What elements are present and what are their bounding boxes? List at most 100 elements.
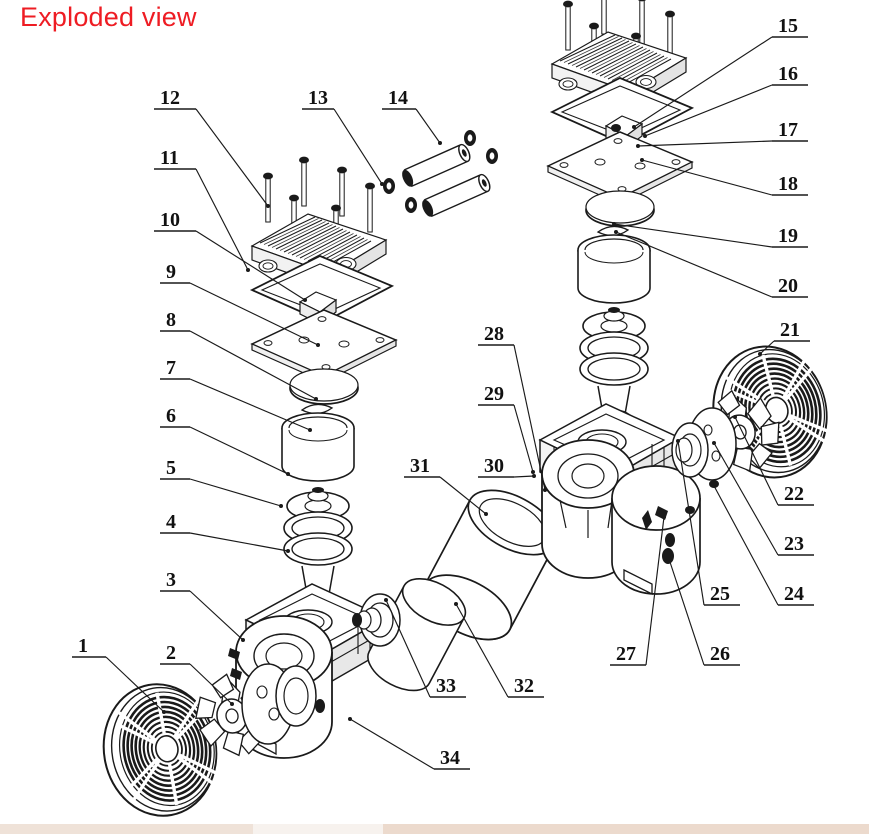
leader-tip-3: [241, 638, 245, 642]
leader-line-27: [645, 516, 665, 666]
leader-line-20: [615, 231, 773, 298]
leader-tip-10: [303, 298, 307, 302]
callout-number-34: 34: [440, 747, 460, 769]
callout-number-9: 9: [166, 261, 176, 283]
leader-line-31: [439, 476, 487, 515]
callout-number-29: 29: [484, 383, 504, 405]
leader-line-12: [195, 108, 269, 207]
leader-tip-9: [316, 343, 320, 347]
leader-tip-25: [676, 439, 680, 443]
callout-number-30: 30: [484, 455, 504, 477]
leader-line-10: [195, 230, 306, 301]
callout-number-7: 7: [166, 357, 176, 379]
leader-line-13: [333, 108, 383, 185]
leader-line-30: [513, 475, 535, 478]
leader-line-29: [513, 404, 534, 473]
footer-strip-segment-0: [0, 824, 253, 834]
leader-tip-34: [348, 717, 352, 721]
leader-tip-4: [286, 549, 290, 553]
callout-number-15: 15: [778, 15, 798, 37]
leader-line-24: [712, 483, 779, 606]
leader-tip-32: [454, 602, 458, 606]
callout-number-22: 22: [784, 483, 804, 505]
footer-strip-segment-2: [383, 824, 869, 834]
leader-line-11: [195, 168, 249, 271]
leader-line-9: [189, 282, 319, 346]
callout-number-13: 13: [308, 87, 328, 109]
leader-line-33: [385, 599, 431, 698]
leader-tip-14: [438, 141, 442, 145]
leader-tip-19: [612, 222, 616, 226]
leader-line-2: [189, 663, 233, 705]
leader-tip-8: [314, 397, 318, 401]
leader-line-34: [349, 718, 435, 770]
leader-tip-11: [246, 268, 250, 272]
callout-number-33: 33: [436, 675, 456, 697]
leader-line-16: [644, 84, 773, 137]
callout-number-11: 11: [160, 147, 179, 169]
leader-tip-24: [711, 482, 715, 486]
leader-lines: [105, 36, 779, 770]
leader-tip-27: [662, 515, 666, 519]
callout-number-1: 1: [78, 635, 88, 657]
leader-tip-33: [384, 598, 388, 602]
leader-line-26: [667, 555, 705, 666]
leader-tip-22: [733, 415, 737, 419]
callout-number-24: 24: [784, 583, 804, 605]
callout-number-5: 5: [166, 457, 176, 479]
leader-line-7: [189, 378, 311, 431]
leader-tip-5: [279, 504, 283, 508]
leader-line-22: [734, 416, 779, 506]
callout-number-21: 21: [780, 319, 800, 341]
leader-tip-2: [230, 702, 234, 706]
leader-line-25: [677, 440, 705, 606]
leader-line-3: [189, 590, 244, 641]
leader-line-23: [713, 442, 779, 556]
callout-number-27: 27: [616, 643, 636, 665]
callout-number-31: 31: [410, 455, 430, 477]
leader-tip-7: [308, 428, 312, 432]
leader-tip-28: [543, 488, 547, 492]
leader-tip-21: [758, 352, 762, 356]
leader-tip-17: [636, 144, 640, 148]
leader-tip-26: [666, 554, 670, 558]
left-cylinder-head-assembly: [249, 156, 397, 631]
leader-line-15: [633, 36, 773, 128]
leader-tip-18: [640, 158, 644, 162]
leader-tip-20: [614, 230, 618, 234]
callout-number-25: 25: [710, 583, 730, 605]
callout-number-16: 16: [778, 63, 798, 85]
leader-line-17: [637, 140, 773, 147]
leader-line-28: [513, 344, 546, 491]
leader-tip-30: [532, 474, 536, 478]
leader-tip-6: [286, 472, 290, 476]
callout-number-32: 32: [514, 675, 534, 697]
callout-number-17: 17: [778, 119, 798, 141]
right-crankcase: [539, 403, 701, 596]
callout-number-28: 28: [484, 323, 504, 345]
leader-line-4: [189, 532, 289, 552]
left-fan-assembly: [91, 663, 317, 827]
callout-number-2: 2: [166, 642, 176, 664]
callout-number-10: 10: [160, 209, 180, 231]
right-fan-assembly: [671, 332, 843, 492]
callout-number-19: 19: [778, 225, 798, 247]
callout-number-20: 20: [778, 275, 798, 297]
leader-line-14: [415, 108, 441, 144]
footer-strip: [0, 824, 869, 834]
callout-number-8: 8: [166, 309, 176, 331]
leader-tip-12: [266, 204, 270, 208]
callout-number-26: 26: [710, 643, 730, 665]
leader-tip-13: [380, 182, 384, 186]
leader-tip-16: [643, 134, 647, 138]
callout-number-6: 6: [166, 405, 176, 427]
leader-tip-31: [484, 512, 488, 516]
leader-tip-23: [712, 441, 716, 445]
leader-line-21: [759, 340, 775, 355]
footer-strip-segment-1: [253, 824, 383, 834]
center-motor-assembly: [352, 489, 558, 692]
callout-number-18: 18: [778, 173, 798, 195]
callout-number-4: 4: [166, 511, 176, 533]
